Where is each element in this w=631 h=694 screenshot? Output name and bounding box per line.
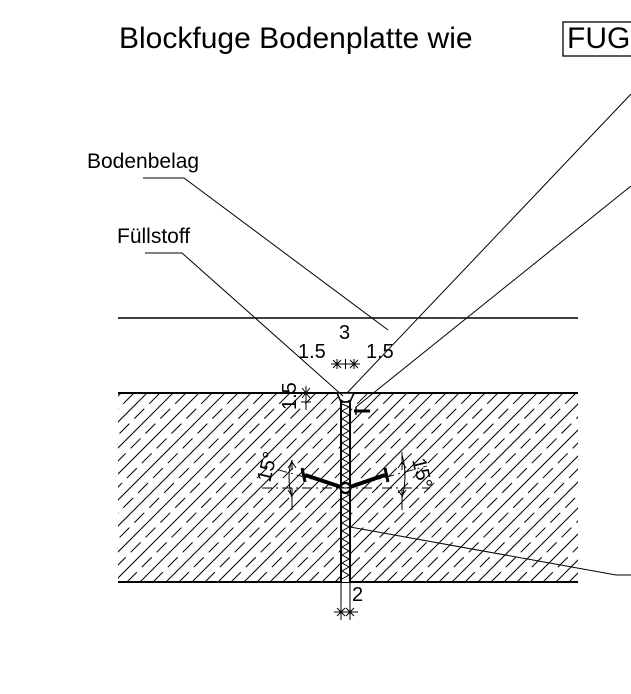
bottom-width-dimension: 2 [334,582,363,620]
title-reference: FUGE [567,22,631,55]
angle-label-right: 15° [407,456,436,491]
slab-hatching [118,393,578,582]
leader-bodenbelag [143,177,389,331]
gap-label-left: 1.5 [298,341,326,363]
depth-label: 1.5 [279,382,301,410]
drawing-title: Blockfuge Bodenplatte wie [119,22,473,55]
label-bodenbelag: Bodenbelag [87,150,199,173]
gap-label-center: 3 [339,322,350,344]
leader-fuellstoff [145,252,344,397]
depth-dimension: 1.5 [279,382,338,410]
bottom-width-label: 2 [352,584,363,606]
angle-dimension-right: 15° [397,452,436,510]
top-gap-dimension: 1.5 3 1.5 [298,322,394,369]
leader-right-2 [355,185,631,408]
leader-right-3 [349,526,631,576]
gap-label-right: 1.5 [366,341,394,363]
title-reference-box [562,21,631,57]
leader-right-1 [346,93,631,394]
angle-label-left: 15° [254,450,283,485]
label-fuellstoff: Füllstoff [117,225,190,248]
